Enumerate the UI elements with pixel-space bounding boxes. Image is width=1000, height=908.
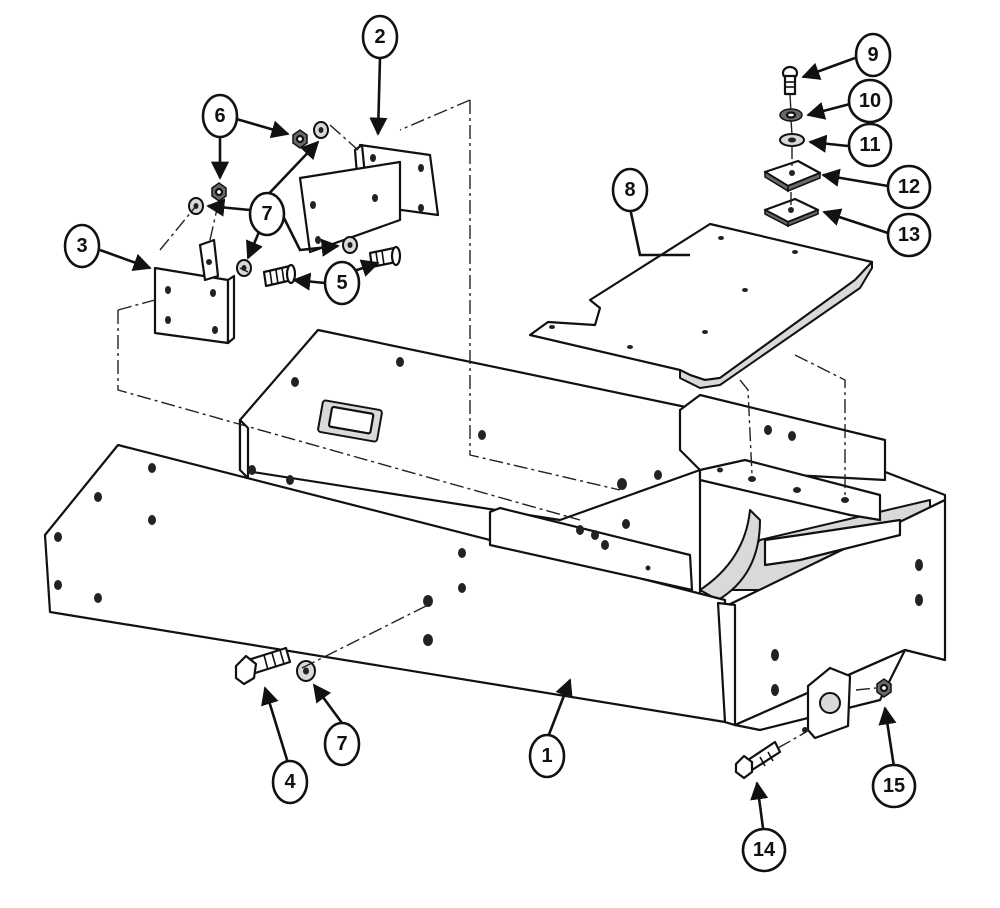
callout-6: 6 <box>201 93 239 139</box>
callout-3-label: 3 <box>76 235 87 257</box>
callout-13-label: 13 <box>898 224 920 246</box>
callout-8: 8 <box>611 167 649 213</box>
callout-4-label: 4 <box>284 771 296 793</box>
callout-7-lower-label: 7 <box>336 733 347 755</box>
callout-4: 4 <box>271 759 309 805</box>
callout-14: 14 <box>741 827 787 873</box>
callout-balloons: 2 6 7 3 5 8 9 10 <box>63 14 932 873</box>
callout-9-label: 9 <box>867 44 878 66</box>
callout-2: 2 <box>361 14 399 60</box>
callout-12-label: 12 <box>898 176 920 198</box>
callout-7-upper-label: 7 <box>261 203 272 225</box>
leader-lines <box>99 56 897 829</box>
callout-10: 10 <box>847 78 893 124</box>
callout-12: 12 <box>886 164 932 210</box>
callout-15-label: 15 <box>883 775 905 797</box>
callout-7-upper: 7 <box>248 191 286 237</box>
callout-9: 9 <box>854 32 892 78</box>
plate-part-8 <box>528 222 874 389</box>
callout-1-label: 1 <box>541 745 552 767</box>
callout-3: 3 <box>63 223 101 269</box>
callout-14-label: 14 <box>753 839 776 861</box>
callout-8-label: 8 <box>624 179 635 201</box>
callout-10-label: 10 <box>859 90 881 112</box>
hardware <box>188 65 892 780</box>
callout-5: 5 <box>323 260 361 306</box>
assembly-centerlines <box>117 94 877 749</box>
callout-15: 15 <box>871 763 917 809</box>
callout-5-label: 5 <box>336 272 347 294</box>
callout-11: 11 <box>847 122 893 168</box>
callout-1: 1 <box>528 733 566 779</box>
callout-13: 13 <box>886 212 932 258</box>
bracket-part-3 <box>153 238 236 345</box>
callout-7-lower: 7 <box>323 721 361 767</box>
callout-2-label: 2 <box>374 26 385 48</box>
callout-6-label: 6 <box>214 105 225 127</box>
bracket-part-2 <box>298 143 440 254</box>
callout-11-label: 11 <box>859 134 880 156</box>
frame-assembly <box>43 328 947 740</box>
